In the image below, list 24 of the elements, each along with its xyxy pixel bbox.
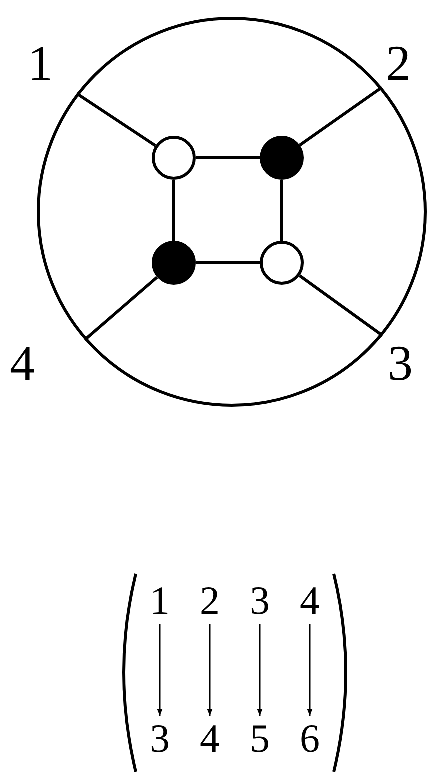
arrow — [157, 624, 163, 716]
connector-line — [298, 274, 384, 337]
arrow — [307, 624, 313, 716]
port-number: 1 — [28, 38, 53, 88]
connector-line — [76, 92, 156, 148]
connector-line — [299, 86, 383, 147]
connector-line — [196, 262, 260, 264]
matrix-entry: 3 — [243, 578, 277, 624]
port-number: 4 — [10, 338, 35, 388]
matrix-entry: 4 — [193, 716, 227, 762]
connector-line — [172, 180, 176, 241]
matrix-entry: 1 — [143, 578, 177, 624]
port-number: 3 — [388, 338, 413, 388]
matrix-entry: 3 — [143, 716, 177, 762]
matrix-entry: 4 — [293, 578, 327, 624]
matrix-entry: 6 — [293, 716, 327, 762]
port-number: 2 — [386, 38, 411, 88]
matrix-entry: 5 — [243, 716, 277, 762]
matrix-entry: 2 — [193, 578, 227, 624]
connector-line — [84, 276, 158, 342]
arrow — [207, 624, 213, 716]
connector-line — [280, 180, 284, 241]
arrow — [257, 624, 263, 716]
connector-line — [196, 156, 260, 160]
